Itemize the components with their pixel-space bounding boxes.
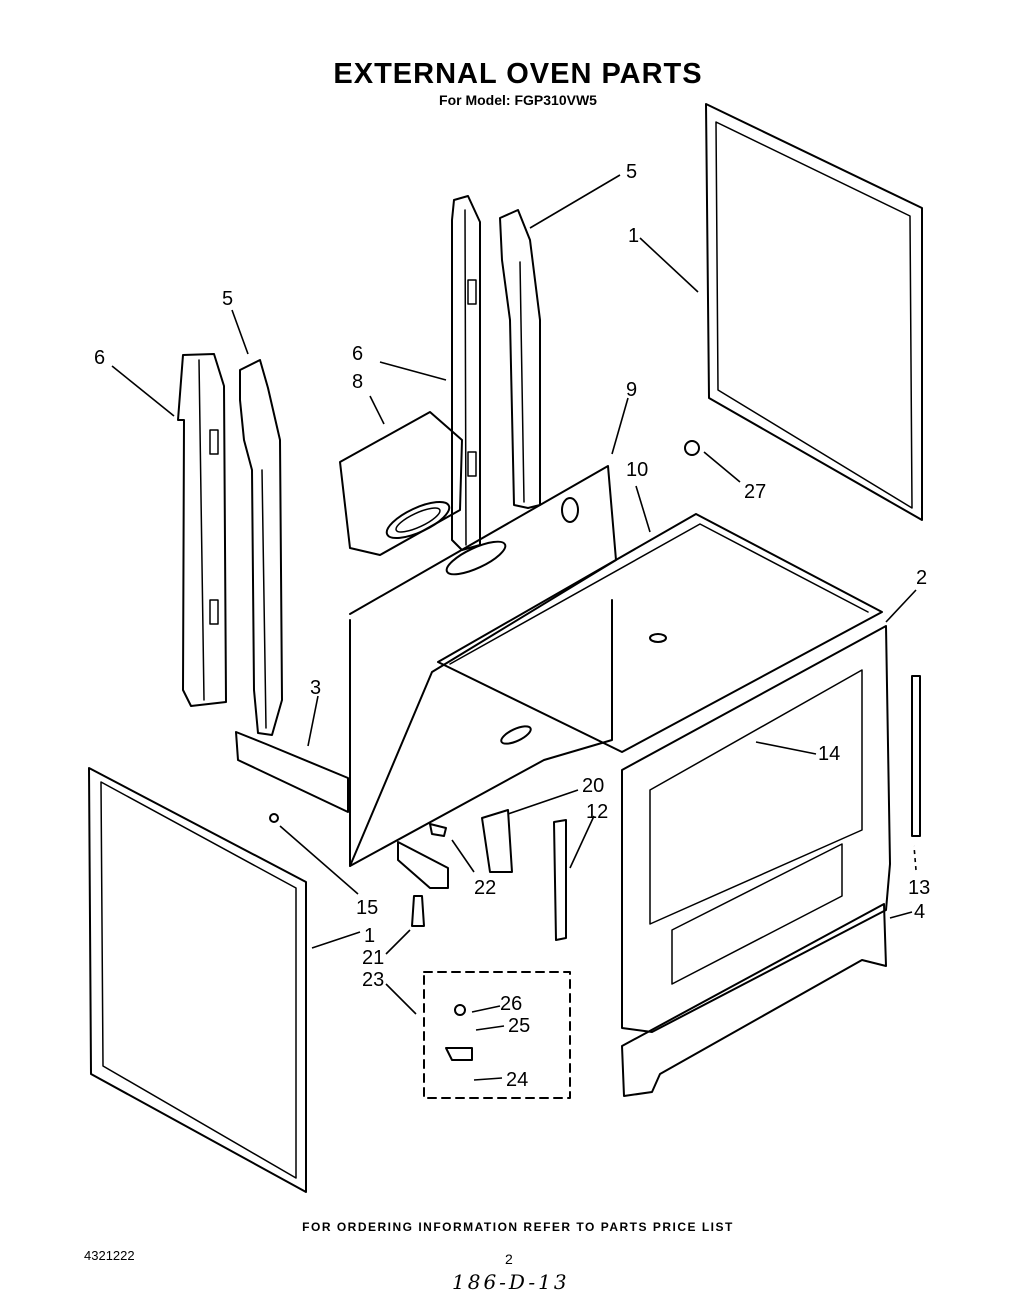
callout-label: 26: [500, 993, 522, 1015]
front-frame-2: [621, 625, 891, 1033]
callout-label: 12: [586, 801, 608, 823]
leveling-leg-21: [411, 895, 425, 927]
leg-bracket: [397, 841, 449, 889]
part-26: [454, 1004, 466, 1016]
bracket-20: [481, 809, 513, 873]
burner-box-8: [339, 411, 463, 556]
callout-label: 25: [508, 1015, 530, 1037]
ordering-info-footer: FOR ORDERING INFORMATION REFER TO PARTS …: [302, 1220, 734, 1234]
rail-right-6: [451, 195, 481, 551]
page-number: 2: [505, 1251, 513, 1267]
callout-label: 24: [506, 1069, 528, 1091]
callout-label: 2: [916, 567, 927, 589]
knob-27: [684, 440, 700, 456]
side-panel-left: [88, 767, 307, 1193]
callout-label: 10: [626, 459, 648, 481]
callout-label: 4: [914, 901, 925, 923]
screw-15: [269, 813, 279, 823]
callout-label: 20: [582, 775, 604, 797]
callout-label: 6: [94, 347, 105, 369]
side-panel-right: [705, 103, 923, 521]
rail-right-5: [499, 209, 541, 509]
callout-label: 14: [818, 743, 840, 765]
callout-label: 1: [628, 225, 639, 247]
leader-lines: [111, 174, 917, 1081]
callout-label: 21: [362, 947, 384, 969]
handwritten-note: 186-D-13: [452, 1270, 570, 1294]
callout-label: 15: [356, 897, 378, 919]
callout-label: 1: [364, 925, 375, 947]
parts-box-23: [423, 971, 571, 1099]
back-panel-9: [349, 465, 617, 867]
rail-left-6: [177, 353, 227, 707]
clip-22: [429, 823, 447, 837]
hinge-12: [553, 819, 567, 941]
trim-strip-13: [911, 675, 921, 837]
document-number: 4321222: [84, 1248, 135, 1263]
callout-label: 5: [626, 161, 637, 183]
callout-label: 9: [626, 379, 637, 401]
callout-label: 23: [362, 969, 384, 991]
callout-label: 13: [908, 877, 930, 899]
page-title: EXTERNAL OVEN PARTS: [333, 58, 703, 90]
callout-label: 6: [352, 343, 363, 365]
bracket-3: [235, 731, 349, 813]
part-24: [445, 1047, 473, 1061]
callout-label: 8: [352, 371, 363, 393]
cooktop-10: [437, 513, 883, 753]
callout-label: 5: [222, 288, 233, 310]
callout-labels: 5 1 5 6 6 8 9 10 27 2 3 14 20 12 13 15 2…: [94, 161, 930, 1091]
callout-label: 3: [310, 677, 321, 699]
callout-label: 22: [474, 877, 496, 899]
callout-label: 27: [744, 481, 766, 503]
model-subtitle: For Model: FGP310VW5: [439, 92, 597, 108]
rail-left-5: [239, 359, 283, 736]
kick-plate-4: [621, 903, 887, 1097]
